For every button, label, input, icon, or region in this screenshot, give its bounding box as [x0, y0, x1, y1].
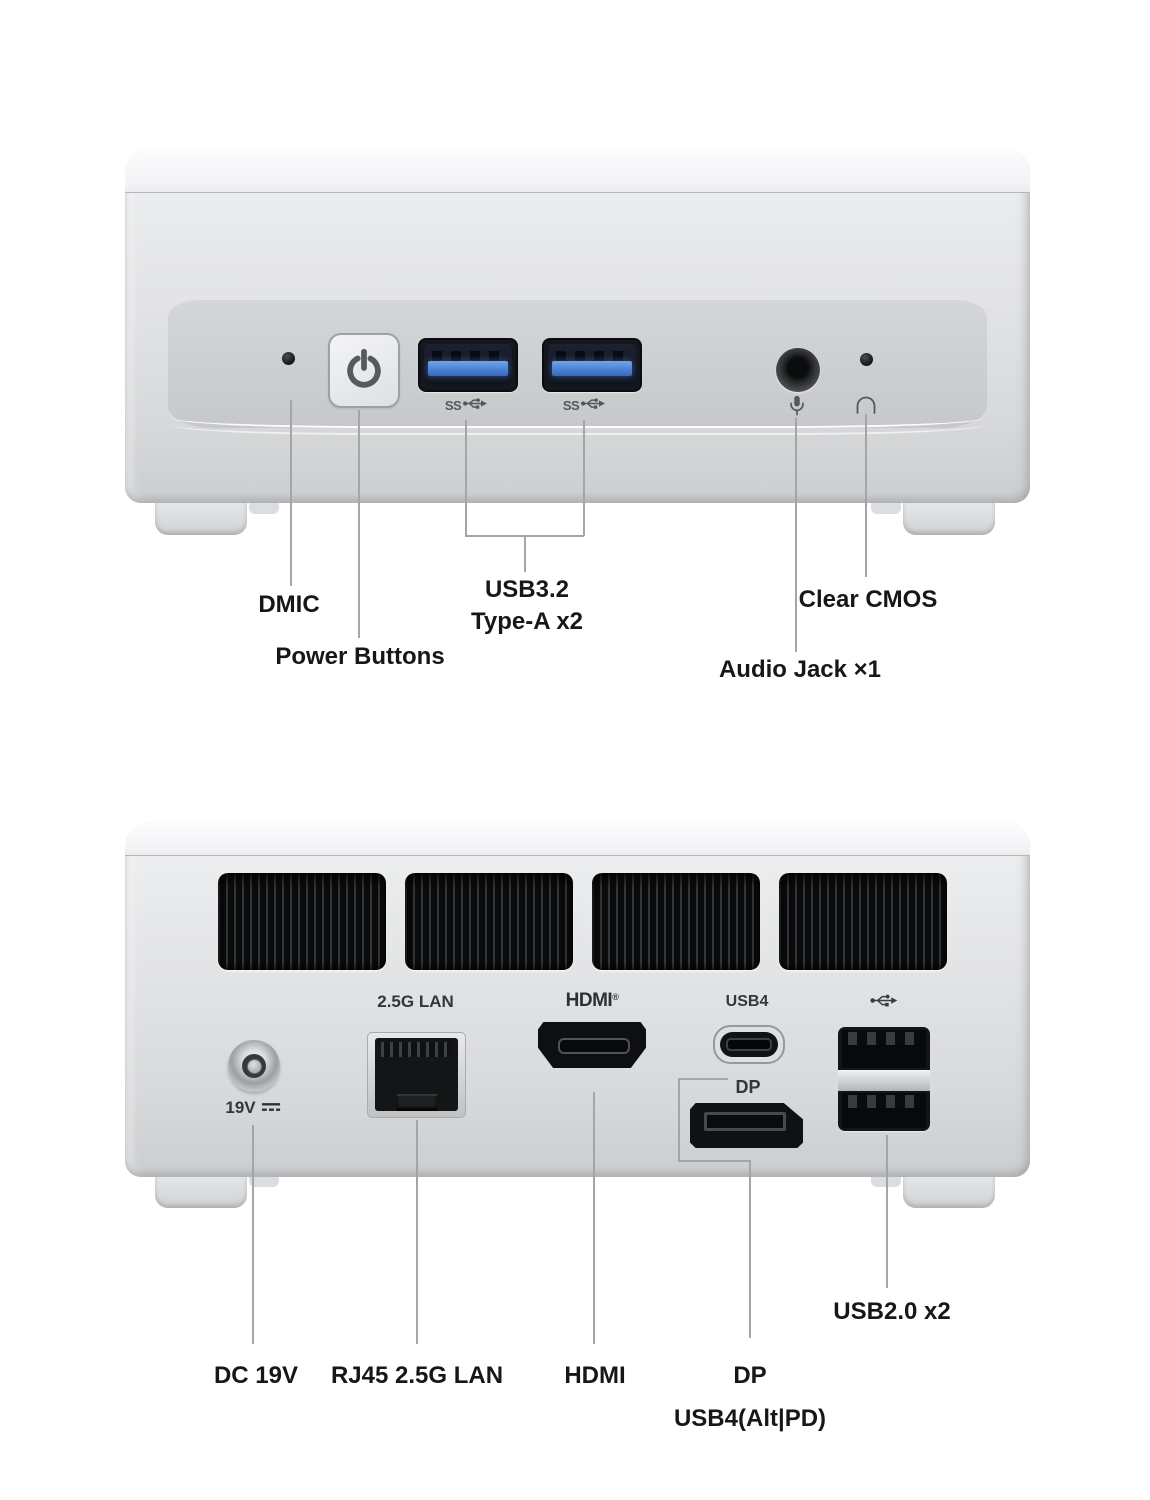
label-dc-19v: DC 19V: [213, 1362, 299, 1389]
label-usb32-line2: Type-A x2: [470, 608, 584, 635]
usb2-port-top: [842, 1030, 926, 1068]
front-right-foot: [903, 503, 995, 535]
usb4-cavity: [720, 1032, 778, 1057]
usb4-port-label: USB4: [725, 993, 769, 1010]
label-rj45-lan: RJ45 2.5G LAN: [330, 1362, 504, 1389]
front-right-foot-tab: [871, 503, 901, 514]
rj45-cavity: [375, 1038, 458, 1111]
label-dmic: DMIC: [258, 591, 320, 618]
dc-power-jack: [228, 1040, 280, 1092]
hdmi-port-label: HDMI®: [513, 990, 671, 1012]
rj45-clip-slot: [396, 1094, 437, 1111]
callout-line-usb2: [886, 1135, 888, 1288]
usb3-port-2-tongue: [552, 361, 632, 376]
headphone-icon: [853, 396, 879, 419]
callout-line-audio: [795, 418, 797, 652]
superspeed-usb-icon-2: SS: [558, 397, 610, 414]
front-panel-highlight-arc: [172, 418, 983, 428]
callout-bracket-dp-top: [678, 1078, 728, 1080]
rj45-pins: [381, 1042, 452, 1057]
dc-voltage-text: 19V: [225, 1098, 256, 1117]
front-panel-highlight-arc-2: [172, 425, 983, 435]
callout-bracket-dp-bottom: [678, 1160, 750, 1162]
usb2-port-top-contacts: [848, 1032, 920, 1045]
usb3-port-2: [542, 338, 642, 392]
dmic-hole: [282, 352, 295, 365]
callout-bracket-dp-left: [678, 1078, 680, 1161]
usb-trident-icon-rear: [866, 992, 902, 1014]
hdmi-logo-text: HDMI: [565, 990, 613, 1011]
callout-line-usb-right: [583, 420, 585, 536]
clear-cmos-hole: [860, 353, 873, 366]
usb2-port-bottom: [842, 1093, 926, 1128]
usb-trident-icon: [463, 396, 488, 416]
callout-line-dmic: [290, 400, 292, 586]
label-usb2: USB2.0 x2: [833, 1298, 951, 1325]
label-usb32: USB3.2 Type-A x2: [402, 574, 652, 638]
front-top-lid: [125, 148, 1030, 193]
front-view-figure: SS SS: [125, 148, 1030, 683]
front-left-foot-tab: [249, 503, 279, 514]
callout-line-hdmi: [593, 1092, 595, 1344]
power-button: [328, 333, 400, 408]
vent-grille-3: [592, 873, 760, 970]
dc-symbol-icon: [261, 1098, 281, 1118]
power-icon: [341, 345, 387, 396]
callout-line-rj45: [416, 1120, 418, 1344]
rear-top-lid: [125, 822, 1030, 856]
displayport-slot: [704, 1112, 786, 1131]
usb4-type-c-port: [713, 1025, 785, 1064]
mini-pc-front-chassis: SS SS: [125, 148, 1030, 503]
callout-stub-usb: [524, 535, 526, 572]
callout-line-cmos: [865, 414, 867, 577]
callout-line-dp: [749, 1160, 751, 1338]
vent-grille-2: [405, 873, 573, 970]
usb2-port-bottom-contacts: [848, 1095, 920, 1108]
callout-line-power: [358, 410, 360, 638]
label-usb4-altpd: USB4(Alt|PD): [673, 1405, 827, 1432]
dc-voltage-label: 19V: [203, 1098, 303, 1118]
label-audio-jack: Audio Jack ×1: [718, 656, 882, 683]
audio-jack-port: [776, 348, 820, 392]
usb3-port-2-contacts: [556, 351, 628, 362]
rear-left-foot: [155, 1176, 247, 1208]
ss-label: SS: [562, 398, 580, 413]
usb2-stack-divider: [838, 1070, 930, 1091]
rj45-lan-port: [367, 1032, 466, 1118]
usb3-port-1-contacts: [432, 351, 504, 362]
microphone-icon: [786, 394, 808, 422]
label-power-buttons: Power Buttons: [275, 643, 445, 670]
label-clear-cmos: Clear CMOS: [798, 586, 938, 613]
vent-grille-1: [218, 873, 386, 970]
rear-right-foot: [903, 1176, 995, 1208]
label-hdmi: HDMI: [564, 1362, 626, 1389]
displayport-port: [690, 1103, 803, 1148]
usb4-slot: [726, 1038, 772, 1051]
superspeed-usb-icon-1: SS: [440, 397, 492, 414]
dc-jack-pin: [246, 1058, 262, 1074]
vent-grille-4: [779, 873, 947, 970]
label-dp: DP: [733, 1362, 767, 1389]
usb3-port-1: [418, 338, 518, 392]
front-left-foot: [155, 503, 247, 535]
hdmi-registered-mark: ®: [612, 992, 619, 1002]
ss-label: SS: [444, 398, 462, 413]
rear-view-figure: 19V 2.5G LAN: [0, 760, 1150, 1500]
usb-trident-icon: [581, 396, 606, 416]
rear-left-foot-tab: [249, 1176, 279, 1187]
hdmi-port-slot: [558, 1038, 630, 1054]
label-usb32-line1: USB3.2: [484, 576, 570, 603]
usb3-port-1-tongue: [428, 361, 508, 376]
mini-pc-rear-chassis: 19V 2.5G LAN: [125, 822, 1030, 1177]
usb2-port-stack: [838, 1027, 930, 1131]
dp-port-label: DP: [735, 1077, 761, 1097]
callout-line-dc: [252, 1125, 254, 1344]
callout-line-usb-left: [465, 420, 467, 536]
dc-jack-ring: [242, 1054, 266, 1078]
lan-port-label: 2.5G LAN: [377, 992, 454, 1011]
